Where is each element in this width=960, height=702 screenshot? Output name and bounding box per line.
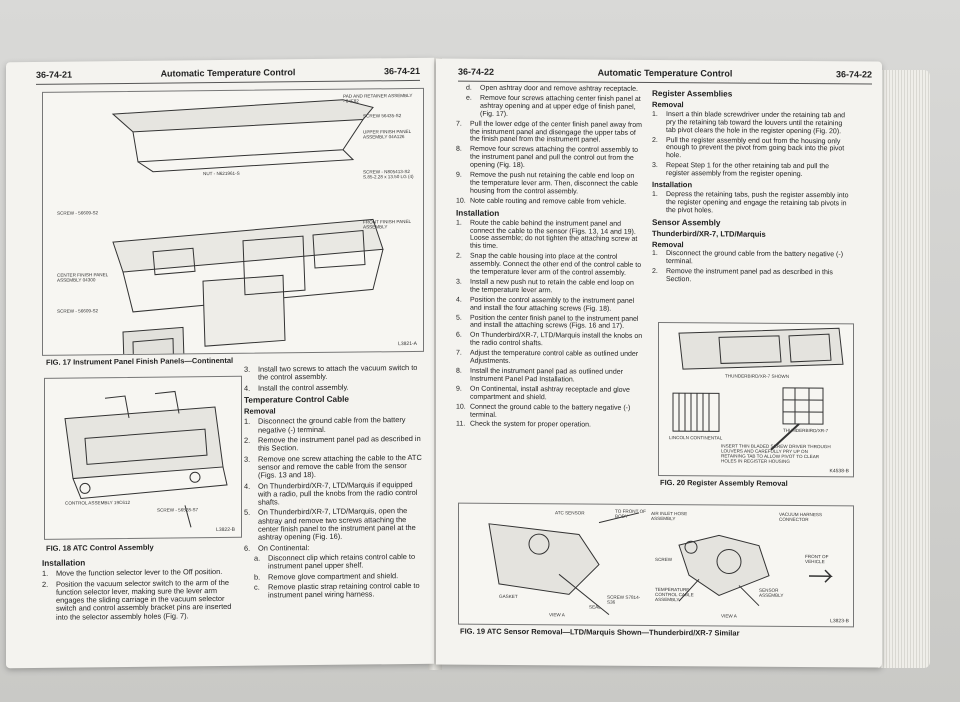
sub-heading: Removal xyxy=(652,99,684,110)
installation-section: Installation 1.Move the function selecto… xyxy=(42,554,240,624)
figure-17: PAD AND RETAINER ASSEMBLY - 04F82 SCREW … xyxy=(42,87,424,356)
control-assembly-drawing xyxy=(64,390,228,528)
figure-caption: FIG. 19 ATC Sensor Removal—LTD/Marquis S… xyxy=(460,626,740,638)
figure-label: VIEW A xyxy=(549,612,565,618)
left-page-header: 36-74-21 Automatic Temperature Control 3… xyxy=(36,65,420,85)
list-item: 2.Snap the cable housing into place at t… xyxy=(456,252,642,277)
list-item: 10.Note cable routing and remove cable f… xyxy=(456,197,627,206)
page-number: 36-74-21 xyxy=(383,65,420,77)
figure-label: SEAL xyxy=(589,604,601,610)
figure-label: CENTER FINISH PANEL ASSEMBLY 04300 xyxy=(57,272,109,283)
figure-20: THUNDERBIRD/XR-7 SHOWN LINCOLN CONTINENT… xyxy=(658,321,854,478)
figure-label: SCREW xyxy=(655,556,673,563)
figure-18: CONTROL ASSEMBLY 19C612 SCREW - 56528-S7… xyxy=(44,375,242,540)
figure-19: ATC SENSOR TO FRONT OF BODY GASKET SCREW… xyxy=(458,502,854,628)
figure-caption: FIG. 20 Register Assembly Removal xyxy=(660,478,788,488)
list-item: 1.Insert a thin blade screwdriver under … xyxy=(652,110,845,135)
figure-label: ATC SENSOR xyxy=(555,510,585,516)
figure-label: SENSOR ASSEMBLY xyxy=(759,587,784,598)
figure-label: TEMPERATURE CONTROL CABLE ASSEMBLY xyxy=(655,586,694,603)
figure-label: VIEW A xyxy=(721,613,737,619)
list-item: 2.Position the vacuum selector switch to… xyxy=(42,577,232,622)
figure-label: SCREW - 56528-S7 xyxy=(157,507,199,513)
list-item: 3.Install two screws to attach the vacuu… xyxy=(244,362,418,382)
list-item: 1.Depress the retaining tabs, push the r… xyxy=(652,190,849,215)
list-item: b.Remove glove compartment and shield. xyxy=(254,570,399,582)
page-edges xyxy=(878,70,930,668)
list-item: 5.On Thunderbird/XR-7, LTD/Marquis, open… xyxy=(244,506,416,542)
list-item: 5.Position the center finish panel to th… xyxy=(456,314,639,331)
figure-label: NUT - N621961-S xyxy=(203,170,240,177)
page-number: 36-74-22 xyxy=(835,69,872,80)
list-item: a.Disconnect clip which retains control … xyxy=(254,551,416,571)
figure-label: THUNDERBIRD/XR-7 xyxy=(783,427,829,434)
figure-label: AIR INLET HOSE ASSEMBLY xyxy=(651,510,688,522)
list-item: 4.On Thunderbird/XR-7, LTD/Marquis if eq… xyxy=(244,479,418,507)
figure-label: TO FRONT OF BODY xyxy=(615,508,646,519)
section-heading: Temperature Control Cable xyxy=(244,394,349,405)
figure-label: SCREW - 56609-S2 xyxy=(57,210,99,216)
list-item: 10.Connect the ground cable to the batte… xyxy=(456,403,631,419)
list-item: 4.Position the control assembly to the i… xyxy=(456,296,635,313)
list-item: 7.Pull the lower edge of the center fini… xyxy=(456,120,642,145)
sub-heading: Installation xyxy=(652,180,693,190)
figure-label: PAD AND RETAINER ASSEMBLY - 04F82 xyxy=(343,92,413,104)
figure-label: LINCOLN CONTINENTAL xyxy=(669,435,723,441)
list-item: d.Open ashtray door and remove ashtray r… xyxy=(466,84,638,93)
section-heading: Register Assemblies xyxy=(652,88,733,99)
list-item: 9.Remove the push nut retaining the cabl… xyxy=(456,171,638,196)
list-item: e.Remove four screws attaching center fi… xyxy=(466,94,641,118)
list-item: 7.Adjust the temperature control cable a… xyxy=(456,349,639,366)
list-item: 9.On Continental, install ashtray recept… xyxy=(456,385,630,401)
figure-code: L3822-B xyxy=(216,526,235,534)
list-item: 2.Remove the instrument panel pad as des… xyxy=(244,433,421,453)
list-item: 1.Disconnect the ground cable from the b… xyxy=(244,415,406,435)
page-title: Automatic Temperature Control xyxy=(160,67,296,79)
figure-label: FRONT OF VEHICLE xyxy=(805,554,829,565)
sub-heading: Removal xyxy=(652,239,684,249)
figure-code: L3821-A xyxy=(398,340,417,348)
right-page: 36-74-22 Automatic Temperature Control 3… xyxy=(436,58,882,668)
list-item: 8.Install the instrument panel pad as ou… xyxy=(456,367,623,384)
list-item: 4.Install the control assembly. xyxy=(244,382,349,393)
figure-label: SCREW - 56609-S2 xyxy=(57,308,99,314)
figure-label: UPPER FINISH PANEL ASSEMBLY 04A126 xyxy=(363,128,411,140)
left-page: 36-74-21 Automatic Temperature Control 3… xyxy=(6,57,434,669)
figure-label: SCREW - N805413-S2 S.85-2.28 x 13.50 LG … xyxy=(363,169,414,180)
page-title: Automatic Temperature Control xyxy=(597,67,733,79)
figure-label: FRONT FINISH PANEL ASSEMBLY xyxy=(363,219,411,230)
figure-label: INSERT THIN BLADED SCREW DRIVER THROUGH … xyxy=(721,443,831,464)
list-item: 1.Disconnect the ground cable from the b… xyxy=(652,250,844,266)
section-heading: Installation xyxy=(456,208,500,218)
list-item: c.Remove plastic strap retaining control… xyxy=(254,580,420,600)
instrument-panel-drawing xyxy=(111,99,384,355)
figure-label: SCREW S7814-S36 xyxy=(607,594,641,605)
text-column: 3.Install two screws to attach the vacuu… xyxy=(244,362,426,602)
list-item: 1.Route the cable behind the instrument … xyxy=(456,219,638,251)
figure-label: VACUUM HARNESS CONNECTOR xyxy=(779,511,823,523)
list-item: 1.Move the function selector lever to th… xyxy=(42,567,223,579)
figure-label: CONTROL ASSEMBLY 19C612 xyxy=(65,499,131,506)
text-column: Register Assemblies Removal 1.Insert a t… xyxy=(652,86,852,287)
list-item: 2.Remove the instrument panel pad as des… xyxy=(652,268,833,284)
list-item: 3.Remove one screw attaching the cable t… xyxy=(244,452,422,480)
section-heading: Sensor Assembly xyxy=(652,217,721,228)
atc-sensor-drawing xyxy=(488,512,833,616)
text-column: d.Open ashtray door and remove ashtray r… xyxy=(456,85,644,433)
figure-code: K4538-B xyxy=(829,468,849,475)
register-assembly-drawing xyxy=(672,327,844,451)
list-item: 2.Pull the register assembly end out fro… xyxy=(652,136,845,160)
list-item: 3.Install a new push nut to retain the c… xyxy=(456,278,634,295)
figure-label: THUNDERBIRD/XR-7 SHOWN xyxy=(725,373,790,379)
right-page-header: 36-74-22 Automatic Temperature Control 3… xyxy=(458,66,872,85)
list-item: 3.Repeat Step 1 for the other retaining … xyxy=(652,162,830,179)
sub-heading: Thunderbird/XR-7, LTD/Marquis xyxy=(652,228,766,239)
figure-caption: FIG. 18 ATC Control Assembly xyxy=(46,542,154,553)
figure-label: SCREW 56435-S2 xyxy=(363,113,402,119)
list-item: 6.On Thunderbird/XR-7, LTD/Marquis insta… xyxy=(456,331,643,348)
figure-code: L3823-B xyxy=(830,618,849,625)
list-item: 8.Remove four screws attaching the contr… xyxy=(456,145,639,170)
figure-label: GASKET xyxy=(499,593,518,600)
list-item: 11.Check the system for proper operation… xyxy=(456,421,592,429)
